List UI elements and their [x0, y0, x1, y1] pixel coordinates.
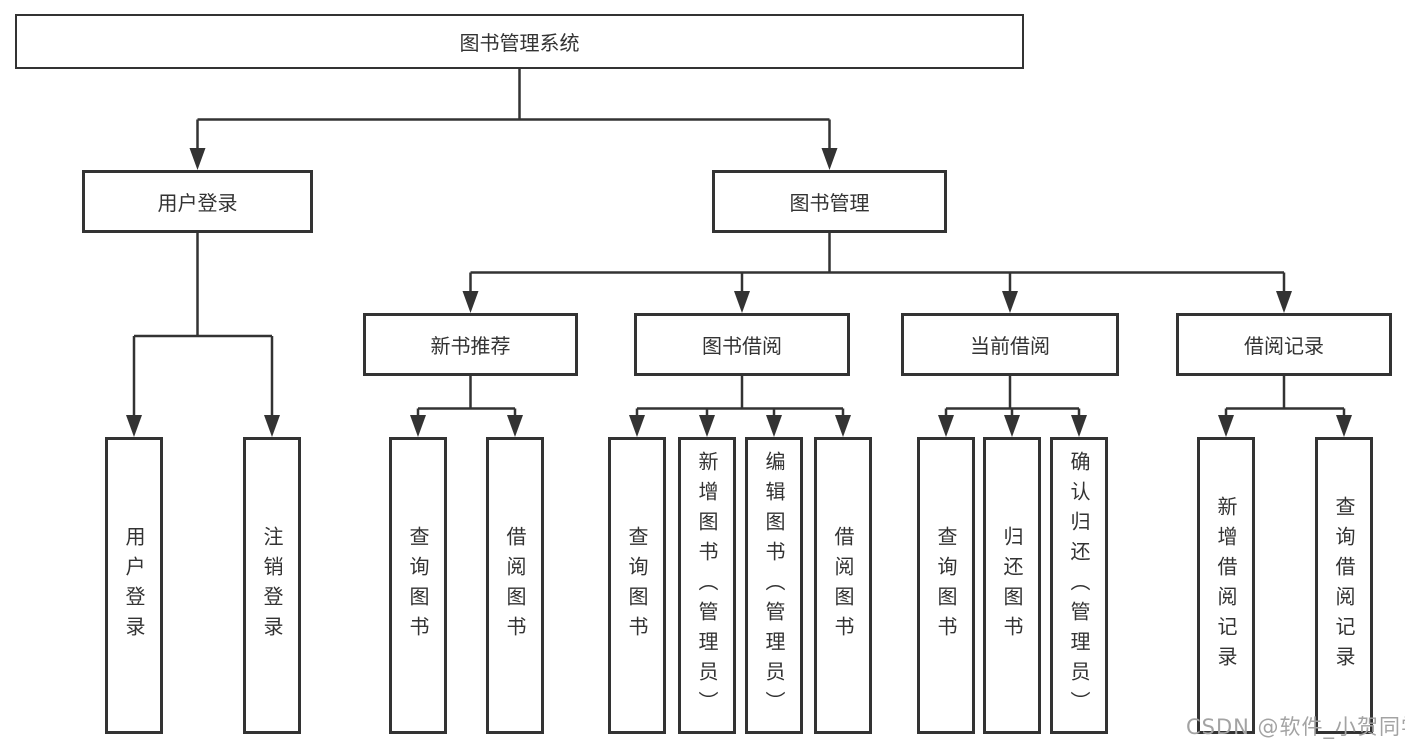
- node-borrow-record-label: 借阅记录: [1244, 334, 1324, 358]
- node-new-book-recommend-label: 新书推荐: [430, 334, 511, 358]
- leaf-cb-return-book-label: 归还图书: [1000, 525, 1024, 646]
- node-root-label: 图书管理系统: [459, 31, 580, 55]
- leaf-bb-edit-book-admin-label: 编辑图书（管理员）: [762, 450, 786, 721]
- connector-paths: [132, 69, 1346, 417]
- node-borrow-record: 借阅记录: [1176, 313, 1392, 376]
- node-user-login-label: 用户登录: [157, 191, 238, 215]
- node-book-borrow: 图书借阅: [634, 313, 850, 376]
- leaf-bb-add-book-admin: 新增图书（管理员）: [678, 437, 736, 734]
- leaf-bb-query-book-label: 查询图书: [625, 525, 649, 646]
- node-book-management-label: 图书管理: [789, 191, 870, 215]
- leaf-logout: 注销登录: [243, 437, 301, 734]
- leaf-br-query-record: 查询借阅记录: [1315, 437, 1373, 734]
- leaf-br-add-record-label: 新增借阅记录: [1214, 495, 1238, 676]
- node-user-login: 用户登录: [82, 170, 313, 233]
- leaf-user-login-label: 用户登录: [122, 525, 146, 646]
- leaf-bb-add-book-admin-label: 新增图书（管理员）: [695, 450, 719, 721]
- leaf-cb-return-book: 归还图书: [983, 437, 1041, 734]
- node-current-borrow-label: 当前借阅: [970, 334, 1050, 358]
- leaf-cb-confirm-return-admin-label: 确认归还（管理员）: [1067, 450, 1091, 721]
- node-current-borrow: 当前借阅: [901, 313, 1119, 376]
- leaf-nbr-query-book: 查询图书: [389, 437, 447, 734]
- leaf-bb-edit-book-admin: 编辑图书（管理员）: [745, 437, 803, 734]
- leaf-br-add-record: 新增借阅记录: [1197, 437, 1255, 734]
- leaf-logout-label: 注销登录: [260, 525, 284, 646]
- node-book-management: 图书管理: [712, 170, 947, 233]
- leaf-nbr-query-book-label: 查询图书: [406, 525, 430, 646]
- arrowheads: [126, 148, 1352, 437]
- leaf-nbr-borrow-book-label: 借阅图书: [503, 525, 527, 646]
- leaf-bb-query-book: 查询图书: [608, 437, 666, 734]
- node-new-book-recommend: 新书推荐: [363, 313, 578, 376]
- leaf-bb-borrow-book: 借阅图书: [814, 437, 872, 734]
- leaf-cb-query-book: 查询图书: [917, 437, 975, 734]
- leaf-nbr-borrow-book: 借阅图书: [486, 437, 544, 734]
- leaf-user-login: 用户登录: [105, 437, 163, 734]
- leaf-br-query-record-label: 查询借阅记录: [1332, 495, 1356, 676]
- node-root: 图书管理系统: [15, 14, 1024, 69]
- leaf-cb-confirm-return-admin: 确认归还（管理员）: [1050, 437, 1108, 734]
- node-book-borrow-label: 图书借阅: [702, 334, 782, 358]
- leaf-cb-query-book-label: 查询图书: [934, 525, 958, 646]
- leaf-bb-borrow-book-label: 借阅图书: [831, 525, 855, 646]
- csdn-watermark: CSDN @软件_小贺同学: [1186, 715, 1405, 739]
